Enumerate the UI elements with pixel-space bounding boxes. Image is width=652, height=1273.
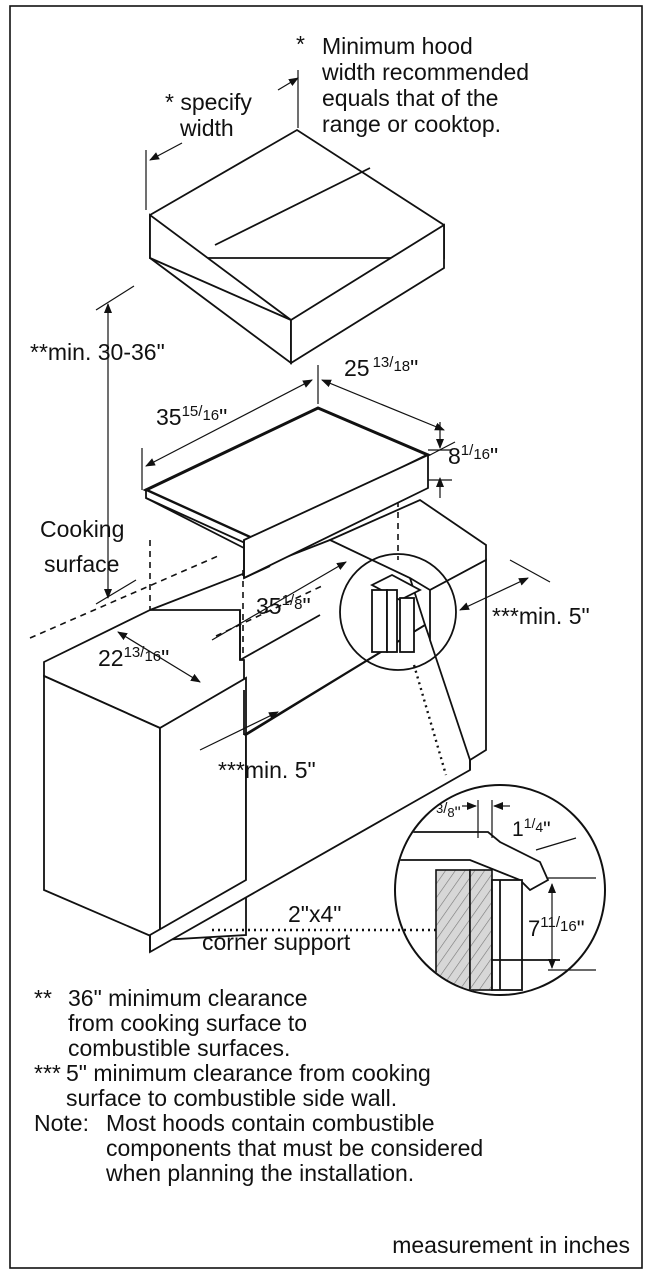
hood-note-line: width recommended bbox=[321, 59, 529, 85]
detail-lip-label: 11/4" bbox=[512, 815, 551, 841]
cooktop-width-label: 3515/16" bbox=[156, 403, 227, 430]
corner-support-label: 2"x4" bbox=[288, 901, 341, 927]
side-clearance-right-label: ***min. 5" bbox=[492, 603, 590, 629]
units-footer: measurement in inches bbox=[392, 1232, 630, 1258]
footnote-mark: *** bbox=[34, 1060, 61, 1086]
page-border bbox=[9, 5, 643, 1269]
hood-note-line: range or cooktop. bbox=[322, 111, 501, 137]
footnote-mark: ** bbox=[34, 985, 52, 1011]
svg-text:*: * bbox=[296, 31, 305, 57]
detail-callout-circle bbox=[339, 553, 457, 671]
cooktop-height-label: 81/16" bbox=[448, 442, 498, 469]
hood-side-face bbox=[290, 223, 445, 365]
hood-top-face bbox=[149, 128, 445, 259]
hood-note-line: Minimum hood bbox=[322, 33, 473, 59]
specify-width-label: width bbox=[179, 115, 234, 141]
footnote-clearance: ** 36" minimum clearance from cooking su… bbox=[34, 986, 634, 1061]
min-height-label: **min. 30-36" bbox=[30, 339, 165, 365]
footnote-side-wall: *** 5" minimum clearance from cooking su… bbox=[34, 1061, 634, 1111]
footnote-line: when planning the installation. bbox=[106, 1160, 415, 1186]
footnote-line: combustible surfaces. bbox=[68, 1035, 291, 1061]
corner-post-small bbox=[370, 573, 422, 653]
cutout-width-label: 351/8" bbox=[256, 592, 311, 619]
range-hood bbox=[149, 128, 445, 365]
hood-width-note: * Minimum hood width recommended equals … bbox=[296, 31, 529, 137]
side-clearance-left-label: ***min. 5" bbox=[218, 757, 316, 783]
footnotes: ** 36" minimum clearance from cooking su… bbox=[34, 986, 634, 1186]
footnote-line: 36" minimum clearance bbox=[68, 985, 308, 1011]
cutout-depth-label: 2213/16" bbox=[98, 644, 169, 671]
cooking-surface-label: Cooking bbox=[40, 516, 124, 542]
detail-depth-label: 711/16" bbox=[528, 914, 585, 941]
cooking-surface-label: surface bbox=[44, 551, 119, 577]
footnote-line: 5" minimum clearance from cooking bbox=[66, 1060, 431, 1086]
footnote-line: from cooking surface to bbox=[68, 1010, 308, 1036]
footnote-line: surface to combustible side wall. bbox=[66, 1085, 398, 1111]
wood-stud bbox=[435, 869, 471, 991]
corner-detail-zoom bbox=[394, 784, 606, 996]
detail-gap-label: 3/8" bbox=[436, 800, 461, 822]
corner-support-label: corner support bbox=[202, 929, 351, 955]
specify-width-label: * specify bbox=[165, 89, 252, 115]
footnote-mark: Note: bbox=[34, 1110, 89, 1136]
footnote-general: Note: Most hoods contain combustible com… bbox=[34, 1111, 634, 1186]
footnote-line: Most hoods contain combustible bbox=[106, 1110, 435, 1136]
hood-note-line: equals that of the bbox=[322, 85, 498, 111]
footnote-line: components that must be considered bbox=[106, 1135, 484, 1161]
